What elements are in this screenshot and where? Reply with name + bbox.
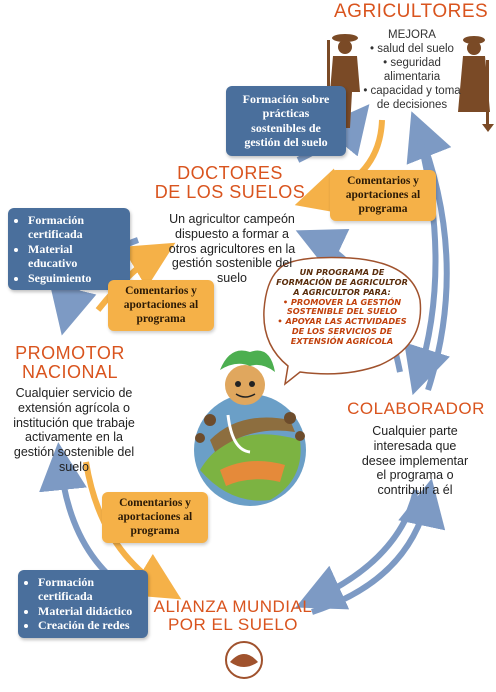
arrow-colaborador-agricultores (406, 111, 452, 391)
doctores-title: DOCTORES DE LOS SUELOS (150, 164, 310, 202)
arrow-colaborador-alianza (295, 489, 419, 610)
alianza-title-line2: POR EL SUELO (167, 614, 299, 634)
list-item: Material didáctico (38, 604, 142, 618)
alianza-title: ALIANZA MUNDIAL POR EL SUELO (150, 598, 316, 634)
agricultores-item-1: • salud del suelo (370, 43, 454, 56)
colaborador-description: Cualquier parte interesada que desee imp… (361, 424, 469, 497)
agricultores-item-2: • seguridad alimentaria (383, 57, 441, 84)
list-item: Formación certificada (28, 213, 124, 242)
box-formacion-practicas: Formación sobre prácticas sostenibles de… (226, 86, 346, 156)
agricultores-item-3: • capacidad y toma de decisiones (363, 85, 461, 112)
bubble-line3: • APOYAR LAS ACTIVIDADES DE LOS SERVICIO… (277, 316, 407, 346)
arrow-alianza-colaborador (311, 478, 446, 615)
mascot-globe-icon (194, 350, 306, 506)
alianza-title-line1: ALIANZA MUNDIAL (153, 597, 313, 616)
agricultores-title: AGRICULTORES (334, 1, 489, 22)
box-comentarios-right: Comentarios y aportaciones al programa (330, 170, 436, 222)
promotor-description: Cualquier servicio de extensión agrícola… (13, 386, 135, 474)
speech-bubble-text: UN PROGRAMA DE FORMACIÓN DE AGRICULTOR A… (272, 267, 412, 347)
box-formacion-certificada-top: Formación certificada Material educativo… (8, 208, 130, 290)
promotor-title: PROMOTOR NACIONAL (8, 344, 132, 382)
list-item: Formación certificada (38, 575, 142, 604)
box-comentarios-bottom: Comentarios y aportaciones al programa (102, 492, 208, 544)
doctores-description: Un agricultor campeón dispuesto a formar… (168, 212, 296, 285)
agricultores-subtitle: MEJORA (388, 29, 436, 41)
alianza-logo-icon (225, 641, 263, 679)
bubble-line1: UN PROGRAMA DE FORMACIÓN DE AGRICULTOR A… (276, 267, 408, 297)
farmer-woman-icon (458, 36, 494, 132)
colaborador-title: COLABORADOR (347, 399, 485, 418)
list-item: Seguimiento (28, 271, 124, 285)
promotor-title-line1: PROMOTOR (15, 343, 125, 363)
box-comentarios-left: Comentarios y aportaciones al programa (108, 280, 214, 332)
agricultores-benefits: MEJORA • salud del suelo • seguridad ali… (360, 28, 464, 112)
box-formacion-certificada-bottom: Formación certificada Material didáctico… (18, 570, 148, 638)
list-item: Creación de redes (38, 618, 142, 632)
doctores-title-line2: DE LOS SUELOS (154, 181, 306, 202)
speech-bubble-outline (263, 256, 422, 386)
bubble-line2: • PROMOVER LA GESTIÓN SOSTENIBLE DEL SUE… (282, 296, 402, 317)
promotor-title-line2: NACIONAL (21, 361, 119, 382)
list-item: Material educativo (28, 242, 124, 271)
doctores-title-line1: DOCTORES (177, 163, 283, 183)
